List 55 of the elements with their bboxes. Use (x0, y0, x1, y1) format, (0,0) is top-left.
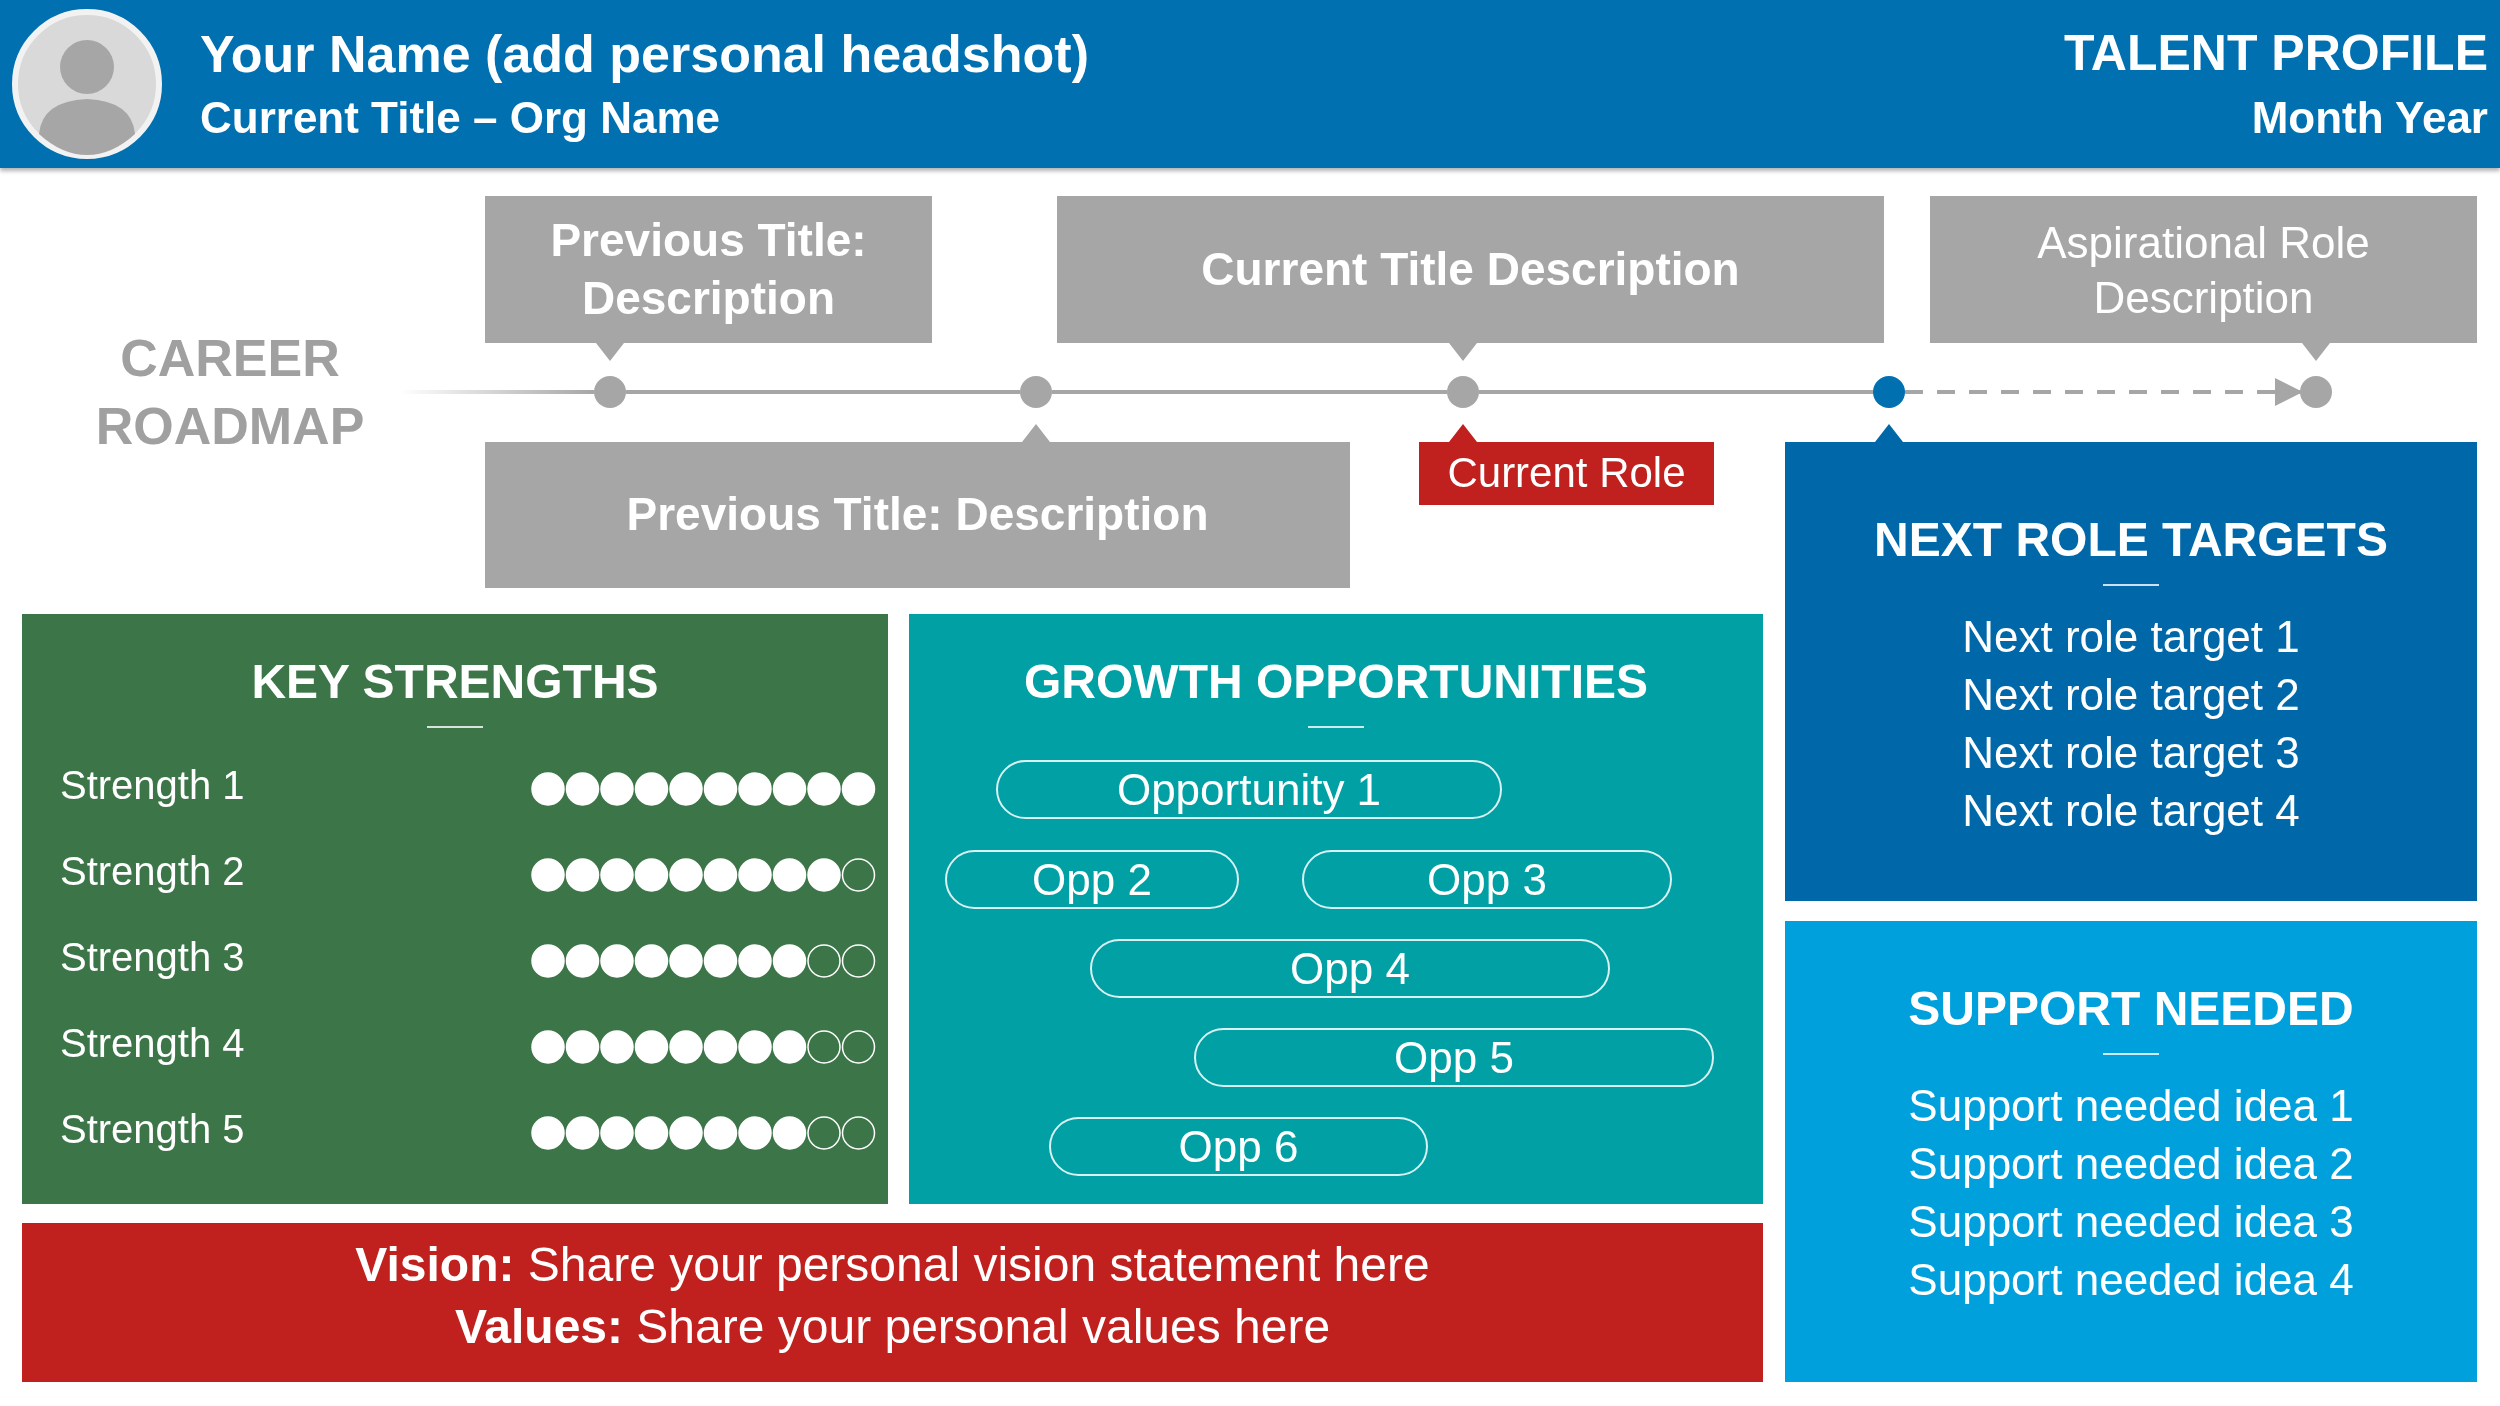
header-band (0, 0, 2500, 168)
panel-heading: NEXT ROLE TARGETS (1874, 513, 2388, 566)
strengths-panel (22, 614, 888, 1204)
milestone-dot (1020, 376, 1052, 408)
opportunity-pill: Opp 4 (1090, 939, 1610, 998)
next-role-panel (1785, 424, 2477, 901)
list-item: Support needed idea 1 (1908, 1081, 2354, 1130)
strength-label: Strength 2 (60, 849, 245, 894)
opportunity-pill: Opp 6 (1049, 1117, 1428, 1176)
timeline-line (626, 390, 1020, 394)
milestone-dot (594, 376, 626, 408)
milestone-dot (1873, 376, 1905, 408)
milestone-dot (1447, 376, 1479, 408)
callout-text: Current Title Description (1201, 241, 1740, 297)
opportunity-pill: Opp 5 (1194, 1028, 1714, 1087)
list-item: Support needed idea 2 (1908, 1139, 2354, 1188)
timeline-line (1052, 390, 1447, 394)
support-panel (1785, 921, 2477, 1382)
subtitle: Current Title – Org Name (200, 94, 720, 143)
name-heading: Your Name (add personal headshot) (200, 26, 1089, 84)
list-item: Next role target 2 (1962, 670, 2300, 719)
callout-text: Current Role (1447, 448, 1686, 499)
list-item: Support needed idea 4 (1908, 1255, 2354, 1304)
strength-label: Strength 4 (60, 1021, 245, 1066)
opportunity-pill: Opp 2 (945, 850, 1239, 909)
date-text: Month Year (2251, 94, 2488, 143)
callout-box (485, 424, 1350, 588)
callout-box (1057, 196, 1884, 361)
panel-heading: KEY STRENGTHS (251, 655, 659, 708)
timeline-arrow (1905, 378, 2303, 406)
callout-text: Previous Title: Description (626, 487, 1209, 543)
milestone-dot (2300, 376, 2332, 408)
section-label: CAREER ROADMAP (94, 328, 366, 457)
list-item: Next role target 1 (1962, 612, 2300, 661)
list-item: Next role target 4 (1962, 786, 2300, 835)
statement-text: Vision: Share your personal vision statement here (355, 1238, 1430, 1291)
timeline-line (1479, 390, 1873, 394)
callout-text: Previous Title: Description (549, 213, 868, 326)
current-role-tag (1419, 424, 1714, 505)
opportunity-pill: Opp 3 (1302, 850, 1672, 909)
callout-box (485, 196, 932, 361)
vision-banner (22, 1223, 1763, 1382)
callout-text: Aspirational Role Description (2036, 216, 2371, 324)
strength-label: Strength 3 (60, 935, 245, 980)
strength-label: Strength 1 (60, 763, 245, 808)
growth-panel (909, 614, 1763, 1204)
list-item: Support needed idea 3 (1908, 1197, 2354, 1246)
statement-text: Values: Share your personal values here (454, 1300, 1331, 1353)
callout-box (1930, 196, 2477, 361)
panel-heading: GROWTH OPPORTUNITIES (1024, 655, 1648, 708)
strength-label: Strength 5 (60, 1107, 245, 1152)
panel-heading: SUPPORT NEEDED (1908, 982, 2354, 1035)
page-title: TALENT PROFILE (2063, 26, 2488, 81)
opportunity-pill: Opportunity 1 (996, 760, 1502, 819)
list-item: Next role target 3 (1962, 728, 2300, 777)
